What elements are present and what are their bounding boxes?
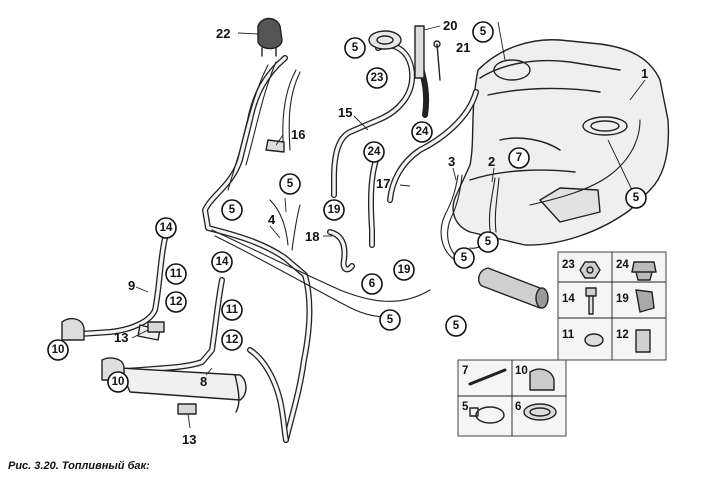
inset-label-14: 14: [562, 293, 575, 305]
callout-12: 12: [170, 296, 183, 308]
callout-5: 5: [387, 314, 394, 326]
clamp-inset: [457, 359, 567, 437]
label-2: 2: [488, 154, 495, 169]
callout-10: 10: [112, 376, 125, 388]
callout-14: 14: [160, 222, 173, 234]
callout-5: 5: [480, 26, 487, 38]
callout-5: 5: [287, 178, 294, 190]
label-18: 18: [305, 229, 319, 244]
inset-labels: 23 24 14 19 11 12 7 10 5 6: [462, 259, 629, 413]
inset-label-19: 19: [616, 293, 629, 305]
inset-label-5: 5: [462, 401, 469, 413]
callout-7: 7: [516, 152, 522, 164]
callout-5: 5: [485, 236, 492, 248]
callout-19: 19: [398, 264, 411, 276]
callout-19: 19: [328, 204, 341, 216]
label-9: 9: [128, 278, 135, 293]
bracket-8: [101, 277, 289, 443]
inset-label-23: 23: [562, 259, 575, 271]
inset-label-10: 10: [515, 365, 528, 377]
callout-11: 11: [226, 304, 239, 316]
fuel-tank: [452, 39, 670, 246]
callout-5: 5: [453, 320, 460, 332]
vent-valve-bolts: [414, 25, 441, 81]
tag-13: [147, 321, 197, 415]
label-15: 15: [338, 105, 352, 120]
label-21: 21: [456, 40, 470, 55]
label-3: 3: [448, 154, 455, 169]
callout-5: 5: [229, 204, 236, 216]
callout-5: 5: [461, 252, 468, 264]
inset-label-12: 12: [616, 329, 629, 341]
callouts: 5 5 5 5 5 5 5 5 5 5 6 7 10 10 11 11 12 1…: [47, 21, 647, 393]
callout-11: 11: [170, 268, 183, 280]
label-17: 17: [376, 176, 390, 191]
callout-12: 12: [226, 334, 239, 346]
fuel-filter: [477, 267, 549, 309]
label-1: 1: [641, 66, 648, 81]
label-13-upper: 13: [114, 330, 128, 345]
callout-14: 14: [216, 256, 229, 268]
callout-24: 24: [416, 126, 429, 138]
supply-return-lines: [440, 119, 641, 263]
label-22: 22: [216, 26, 230, 41]
inset-label-6: 6: [515, 401, 521, 413]
callout-24: 24: [368, 146, 381, 158]
leader-lines: [131, 21, 646, 429]
fuel-cap: [257, 17, 283, 57]
filler-neck: [331, 30, 430, 198]
label-8: 8: [200, 374, 207, 389]
inset-label-24: 24: [616, 259, 629, 271]
fuel-lines: [202, 55, 431, 443]
label-20: 20: [443, 18, 457, 33]
hardware-inset: [557, 251, 667, 361]
figure-caption: Рис. 3.20. Топливный бак:: [8, 460, 150, 472]
callout-10: 10: [52, 344, 65, 356]
label-16: 16: [291, 127, 305, 142]
part-labels: 1 2 3 4 8 9 13 13 15 16 17 18 20 21 22: [114, 18, 648, 447]
inset-label-11: 11: [562, 329, 575, 341]
label-13-lower: 13: [182, 432, 196, 447]
callout-23: 23: [371, 72, 384, 84]
inset-label-7: 7: [462, 365, 468, 377]
callout-5: 5: [633, 192, 640, 204]
callout-5: 5: [352, 42, 359, 54]
label-4: 4: [268, 212, 276, 227]
callout-6: 6: [369, 278, 375, 290]
